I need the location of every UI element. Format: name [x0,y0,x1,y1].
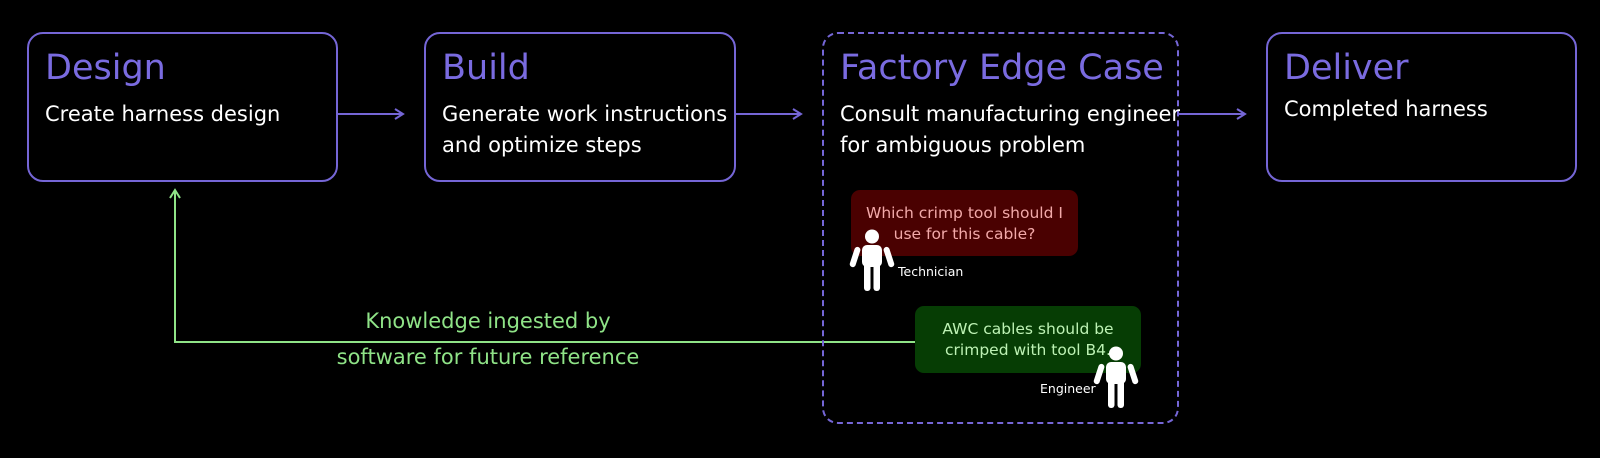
stage-deliver-description-line: Completed harness [1284,97,1488,121]
stage-deliver-description: Completed harness [1284,94,1488,125]
engineer-label: Engineer [1040,381,1096,396]
technician-question-line: use for this cable? [893,225,1036,243]
technician-label: Technician [898,264,964,279]
engineer-answer-line: AWC cables should be [942,320,1114,338]
stage-deliver-box [1266,32,1577,182]
stage-design-title: Design [45,48,166,88]
feedback-loop-caption-line: Knowledge ingested by [365,309,611,333]
technician-question-bubble: Which crimp tool should I use for this c… [851,190,1078,256]
stage-build-title: Build [442,48,530,88]
stage-build-description: Generate work instructions and optimize … [442,99,727,161]
stage-build-box [424,32,736,182]
feedback-loop-caption-line: software for future reference [336,345,640,369]
stage-factory-edge-case-description-line: for ambiguous problem [840,133,1086,157]
stage-factory-edge-case-description: Consult manufacturing engineer for ambig… [840,99,1180,161]
stage-build-description-line: Generate work instructions [442,102,728,126]
stage-design-description: Create harness design [45,99,280,130]
stage-design-box [27,32,338,182]
feedback-loop-arrow [169,188,916,343]
stage-deliver-title: Deliver [1284,48,1409,88]
stage-design-description-line: Create harness design [45,102,281,126]
stage-factory-edge-case-title: Factory Edge Case [840,48,1164,88]
stage-build-description-line: and optimize steps [442,133,642,157]
engineer-answer-line: crimped with tool B4. [945,341,1111,359]
stage-factory-edge-case-description-line: Consult manufacturing engineer [840,102,1181,126]
stage-factory-edge-case-box [822,32,1179,424]
technician-question-line: Which crimp tool should I [866,204,1063,222]
feedback-loop-caption: Knowledge ingested by software for futur… [308,303,668,375]
engineer-answer-bubble: AWC cables should be crimped with tool B… [915,306,1141,373]
